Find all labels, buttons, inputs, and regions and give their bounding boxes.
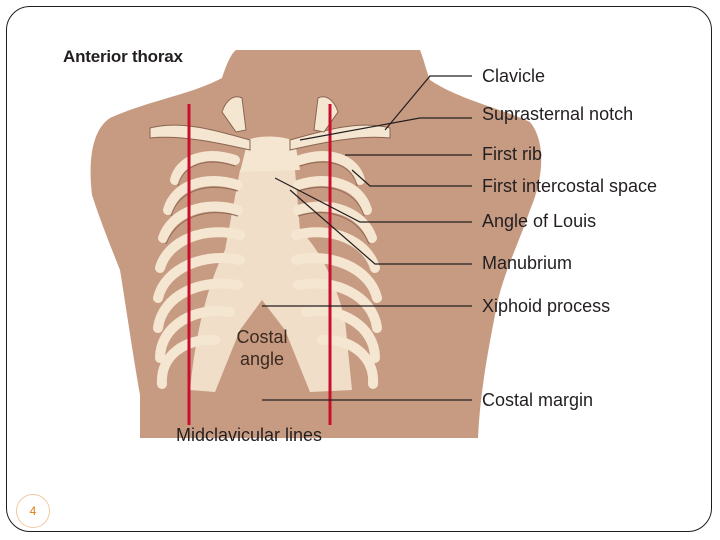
- leader-lines: [262, 75, 472, 401]
- midclavicular-lines-label: Midclavicular lines: [176, 425, 323, 445]
- ribs-right: [291, 151, 382, 389]
- label-costal-margin: Costal margin: [482, 390, 594, 410]
- clavicles: [149, 96, 391, 151]
- slide-frame: [6, 6, 712, 532]
- label-angle-of-louis: Angle of Louis: [482, 211, 597, 231]
- page-number: 4: [16, 494, 50, 528]
- sternum-cartilage: [190, 162, 352, 392]
- label-manubrium: Manubrium: [482, 253, 573, 273]
- label-xiphoid-process: Xiphoid process: [482, 296, 611, 316]
- rib-outlines: [165, 161, 370, 245]
- label-clavicle: Clavicle: [482, 66, 546, 86]
- costal-angle-label: Costal angle: [236, 327, 288, 369]
- label-suprasternal-notch: Suprasternal notch: [482, 104, 634, 124]
- manubrium: [240, 136, 300, 172]
- label-first-rib: First rib: [482, 144, 542, 164]
- label-first-intercostal-space: First intercostal space: [482, 176, 658, 196]
- figure-title: Anterior thorax: [63, 47, 183, 66]
